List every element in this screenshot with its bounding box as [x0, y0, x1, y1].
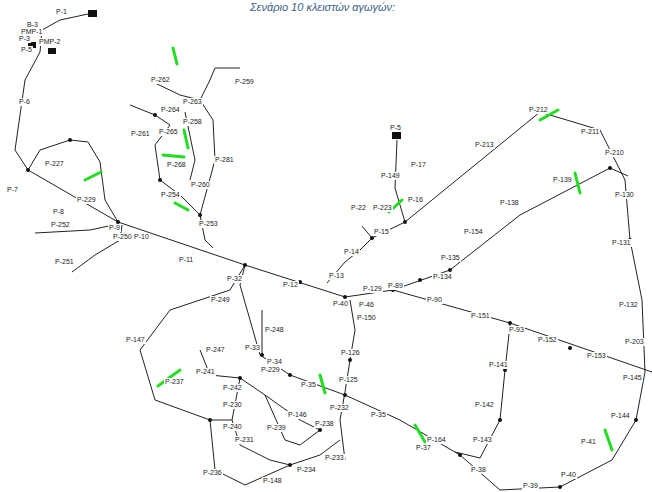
pipe-label: P-6: [18, 98, 31, 106]
pipe-label: PMP-2: [38, 38, 61, 46]
pipe-label: P-233: [324, 454, 345, 462]
pipe-label: P-35: [300, 381, 317, 389]
pipe-label: P-39: [522, 482, 539, 490]
pipe-label: P-210: [604, 149, 625, 157]
pipe-label: P-5: [389, 124, 402, 132]
pipe-label: P-151: [470, 312, 491, 320]
pipe-label: P-32: [226, 275, 243, 283]
pipe-label: P-254: [160, 191, 181, 199]
pipe-label: P-125: [338, 376, 359, 384]
pipe-label: P-90: [426, 296, 443, 304]
pipe-label: P-247: [205, 346, 226, 354]
pipe-label: P-250: [112, 233, 133, 241]
pipe-label: P-281: [214, 156, 235, 164]
pipe-label: P-234: [296, 466, 317, 474]
pipe-label: P-236: [202, 469, 223, 477]
pipe-label: P-37: [415, 444, 432, 452]
pipe-label: P-22: [350, 204, 367, 212]
pipe-label: P-261: [130, 130, 151, 138]
pipe-label: P-9: [108, 224, 121, 232]
pipe-label: P-7: [6, 186, 19, 194]
pipe-label: P-264: [160, 106, 181, 114]
pipe-label: P-258: [182, 118, 203, 126]
pipe-label: P-265: [158, 128, 179, 136]
pipe-label: P-93: [508, 326, 525, 334]
pipe-label: P-15: [373, 228, 390, 236]
pipe-label: P-242: [222, 384, 243, 392]
pipe-label: P-227: [44, 160, 65, 168]
pipe-label: P-89: [387, 282, 404, 290]
pipe-label: P-149: [380, 172, 401, 180]
pipe-label: P-1: [55, 8, 68, 16]
pipe-label: P-237: [164, 378, 185, 386]
pipe-label: P-268: [166, 161, 187, 169]
pipe-label: P-203: [624, 338, 645, 346]
pipe-label: P-11: [178, 256, 194, 264]
pipe-label: P-46: [358, 301, 375, 309]
pipe-label: P-240: [222, 423, 243, 431]
pipe-label: P-241: [195, 368, 216, 376]
pipe-label: P-8: [52, 208, 65, 216]
pipe-label: P-40: [332, 300, 349, 308]
pipe-label: P-13: [328, 272, 345, 280]
pipe-label: P-263: [182, 98, 203, 106]
pipe-label: P-35: [370, 411, 387, 419]
pipe-label: P-34: [266, 358, 283, 366]
pipe-label: P-138: [499, 199, 520, 207]
pipe-label: P-12: [282, 281, 299, 289]
pipe-label: P-152: [537, 336, 558, 344]
pipe-label: P-129: [362, 285, 383, 293]
pipe-label: P-150: [356, 314, 377, 322]
pipe-label: P-134: [432, 273, 453, 281]
pipe-label: P-41: [580, 438, 597, 446]
pipe-label: P-139: [552, 176, 573, 184]
pipe-label: P-10: [133, 233, 150, 241]
pipe-label: P-213: [474, 141, 495, 149]
pipe-label: P-145: [622, 374, 643, 382]
pipe-label: P-164: [426, 436, 447, 444]
pipe-label: P-135: [440, 254, 461, 262]
pipe-label: P-16: [407, 196, 424, 204]
pipe-label: P-239: [266, 424, 287, 432]
pipe-label: P-248: [264, 326, 285, 334]
pipe-label: P-148: [262, 477, 283, 485]
pipe-label: P-211: [580, 128, 600, 136]
figure-caption: Σενάριο 10 κλειστών αγωγών:: [250, 1, 395, 13]
pipe-label: P-147: [125, 336, 146, 344]
pipe-label: P-229: [76, 196, 97, 204]
pipe-label: P-142: [474, 401, 495, 409]
pipe-label: P-17: [410, 161, 427, 169]
pipe-label: P-146: [287, 411, 308, 419]
pipe-label: P-154: [463, 228, 484, 236]
pipe-label: P-33: [244, 344, 261, 352]
pipe-label: P-144: [610, 412, 631, 420]
pipe-label: P-252: [50, 221, 71, 229]
pipe-label: P-260: [190, 181, 211, 189]
pipe-label: P-232: [329, 404, 350, 412]
pipe-label: P-253: [198, 220, 219, 228]
pipe-label: P-130: [614, 191, 635, 199]
pipe-label: P-132: [618, 301, 639, 309]
pipe-label: P-223: [372, 204, 393, 212]
pipe-label: P-251: [54, 258, 75, 266]
pipe-label: P-141: [488, 361, 509, 369]
pipe-label: P-3: [18, 35, 31, 43]
pipe-label: P-231: [234, 436, 255, 444]
pipe-label: P-14: [343, 248, 360, 256]
pipe-label: P-5: [20, 46, 33, 54]
pipe-label: P-230: [222, 401, 243, 409]
pipe-label: P-238: [314, 420, 335, 428]
pipe-label: P-126: [340, 349, 361, 357]
pipe-label: P-259: [234, 78, 255, 86]
pipe-label: P-153: [586, 352, 607, 360]
pipe-label: P-249: [210, 296, 231, 304]
pipe-label: P-40: [560, 471, 577, 479]
pipe-label: P-262: [150, 76, 171, 84]
pipe-label: P-131: [611, 239, 632, 247]
pipe-label: P-229: [260, 366, 281, 374]
pipe-label: P-212: [528, 106, 549, 114]
pipe-label: P-38: [470, 466, 487, 474]
pipe-label: P-143: [472, 436, 493, 444]
